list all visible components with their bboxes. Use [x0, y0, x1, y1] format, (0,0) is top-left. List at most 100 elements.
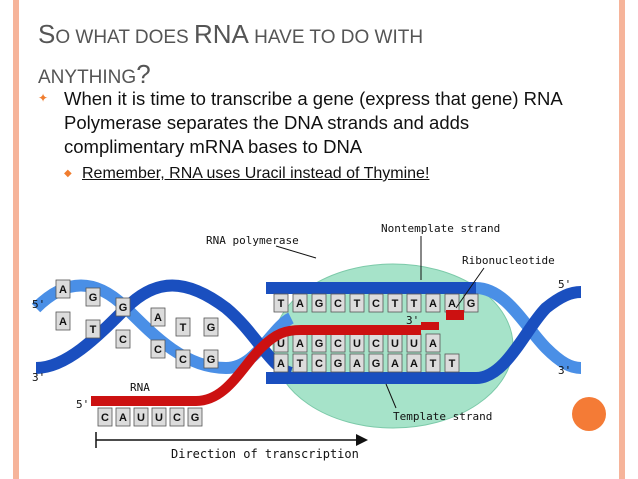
rna-base: U — [353, 338, 361, 350]
incoming-ribonucleotide — [446, 310, 464, 320]
bottom-base: A — [277, 358, 285, 370]
dna-backbone-right-back — [475, 282, 582, 374]
top-base-tile — [311, 293, 327, 313]
rna-tail-base-tile — [97, 407, 113, 427]
left-bottom-base-tile — [115, 329, 131, 349]
left-bottom-base: T — [90, 324, 97, 336]
bottom-base: A — [391, 358, 399, 370]
sub-bullet-icon: ◆ — [64, 168, 72, 179]
label-3prime-rna: 3' — [406, 314, 419, 327]
incoming-ribonucleotide-left — [421, 322, 439, 330]
bottom-base-tile — [444, 353, 460, 373]
top-base: C — [372, 298, 380, 310]
direction-arrow-head — [356, 434, 368, 446]
left-top-base: G — [119, 302, 128, 314]
rna-base: A — [429, 338, 437, 350]
rna-tail-base: C — [101, 412, 109, 424]
rna-base: A — [296, 338, 304, 350]
bullet-2-link[interactable]: Remember, RNA uses Uracil instead of Thy… — [82, 165, 430, 182]
top-base-tile — [425, 293, 441, 313]
left-top-base-tile — [175, 317, 191, 337]
leader-rna-polymerase — [275, 245, 317, 259]
label-direction: Direction of transcription — [171, 447, 359, 461]
label-nontemplate-strand: Nontemplate strand — [381, 222, 500, 235]
left-bottom-base: C — [179, 354, 187, 366]
rna-tail-base: U — [137, 412, 145, 424]
left-bottom-base: C — [154, 344, 162, 356]
bottom-base-tile — [273, 353, 289, 373]
right-accent-border — [619, 0, 625, 479]
bottom-base: G — [372, 358, 381, 370]
rna-tail-base: A — [119, 412, 127, 424]
rna-tail-base-tile — [133, 407, 149, 427]
label-template-strand: Template strand — [393, 410, 492, 423]
bottom-base: A — [410, 358, 418, 370]
left-bottom-base-tile — [85, 319, 101, 339]
top-base-tile — [349, 293, 365, 313]
top-base: A — [448, 298, 456, 310]
left-bottom-base-tile — [175, 349, 191, 369]
label-5prime-right: 5' — [558, 278, 571, 291]
rna-tail-base: G — [191, 412, 200, 424]
left-top-base-tile — [85, 287, 101, 307]
top-base: C — [334, 298, 342, 310]
rna-base-tile — [425, 333, 441, 353]
left-accent-border — [13, 0, 19, 479]
bottom-base: T — [297, 358, 304, 370]
label-3prime-left-bottom: 3' — [32, 371, 45, 384]
rna-base: C — [372, 338, 380, 350]
rna-tail-base: U — [155, 412, 163, 424]
label-5prime-left-top: 5' — [32, 298, 45, 311]
rna-base: G — [315, 338, 324, 350]
top-base: T — [392, 298, 399, 310]
bottom-base-tile — [387, 353, 403, 373]
left-bottom-base: C — [119, 334, 127, 346]
top-base-tile — [330, 293, 346, 313]
slide-title: SO WHAT DOES RNA HAVE TO DO WITH ANYTHIN… — [38, 16, 578, 96]
dna-backbone-right-front — [475, 286, 582, 384]
top-base: T — [411, 298, 418, 310]
bullet-icon: ✦ — [38, 91, 49, 105]
top-base-tile — [463, 293, 479, 313]
leader-template — [385, 383, 397, 409]
top-base-tile — [406, 293, 422, 313]
rna-base: C — [334, 338, 342, 350]
bottom-base: G — [334, 358, 343, 370]
top-base: A — [429, 298, 437, 310]
top-base-tile — [387, 293, 403, 313]
rna-tail-base-tile — [169, 407, 185, 427]
bottom-base: T — [430, 358, 437, 370]
left-top-base: A — [154, 312, 162, 324]
top-base-tile — [273, 293, 289, 313]
left-top-base: A — [59, 284, 67, 296]
bottom-base-tile — [330, 353, 346, 373]
rna-tail-base: C — [173, 412, 181, 424]
left-top-base-tile — [150, 307, 166, 327]
left-bottom-base-tile — [55, 311, 71, 331]
label-ribonucleotide: Ribonucleotide — [462, 254, 555, 267]
left-bottom-base-tile — [203, 349, 219, 369]
left-top-base: G — [89, 292, 98, 304]
rna-tail-base-tile — [115, 407, 131, 427]
bottom-base: T — [449, 358, 456, 370]
bottom-base-tile — [349, 353, 365, 373]
rna-base: U — [391, 338, 399, 350]
label-5prime-rna: 5' — [76, 398, 89, 411]
left-top-base: G — [207, 322, 216, 334]
left-top-base-tile — [115, 297, 131, 317]
decorative-circle — [572, 397, 606, 431]
left-bottom-base-tile — [150, 339, 166, 359]
top-base-tile — [368, 293, 384, 313]
left-top-base-tile — [55, 279, 71, 299]
label-3prime-right: 3' — [558, 364, 571, 377]
title-line-2: ANYTHING? — [38, 59, 151, 89]
leader-ribonucleotide — [455, 267, 485, 309]
title-line-1: SO WHAT DOES RNA HAVE TO DO WITH — [38, 19, 424, 49]
top-base: G — [315, 298, 324, 310]
top-base: T — [354, 298, 361, 310]
